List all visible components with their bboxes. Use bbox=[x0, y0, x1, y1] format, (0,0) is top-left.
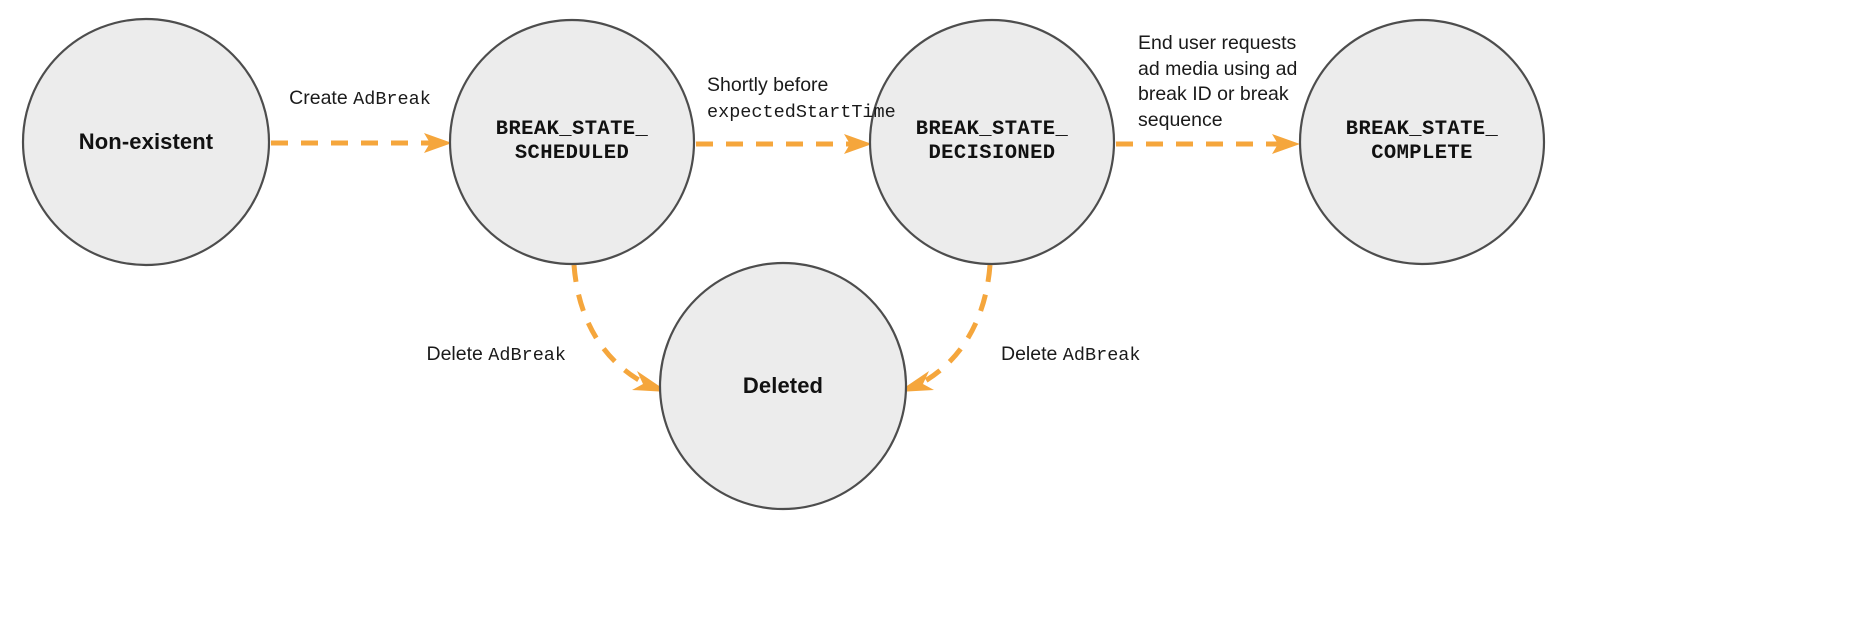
node-break-state-complete[interactable] bbox=[1298, 18, 1546, 266]
edge-create-adbreak-arrowhead bbox=[424, 133, 452, 153]
edge-delete-from-decisioned bbox=[898, 264, 993, 392]
edge-end-user-requests-arrowhead bbox=[1272, 134, 1300, 154]
edge-create-adbreak bbox=[271, 133, 452, 153]
edge-end-user-requests bbox=[1116, 134, 1300, 154]
node-non-existent[interactable] bbox=[21, 17, 271, 267]
edge-shortly-before-arrowhead bbox=[844, 134, 872, 154]
node-deleted[interactable] bbox=[658, 261, 908, 511]
edge-delete-from-scheduled-line bbox=[571, 264, 650, 388]
node-break-state-decisioned[interactable] bbox=[868, 18, 1116, 266]
edge-shortly-before bbox=[696, 134, 872, 154]
edge-delete-from-scheduled bbox=[571, 264, 668, 392]
node-break-state-scheduled[interactable] bbox=[448, 18, 696, 266]
edge-delete-from-decisioned-line bbox=[916, 264, 993, 388]
